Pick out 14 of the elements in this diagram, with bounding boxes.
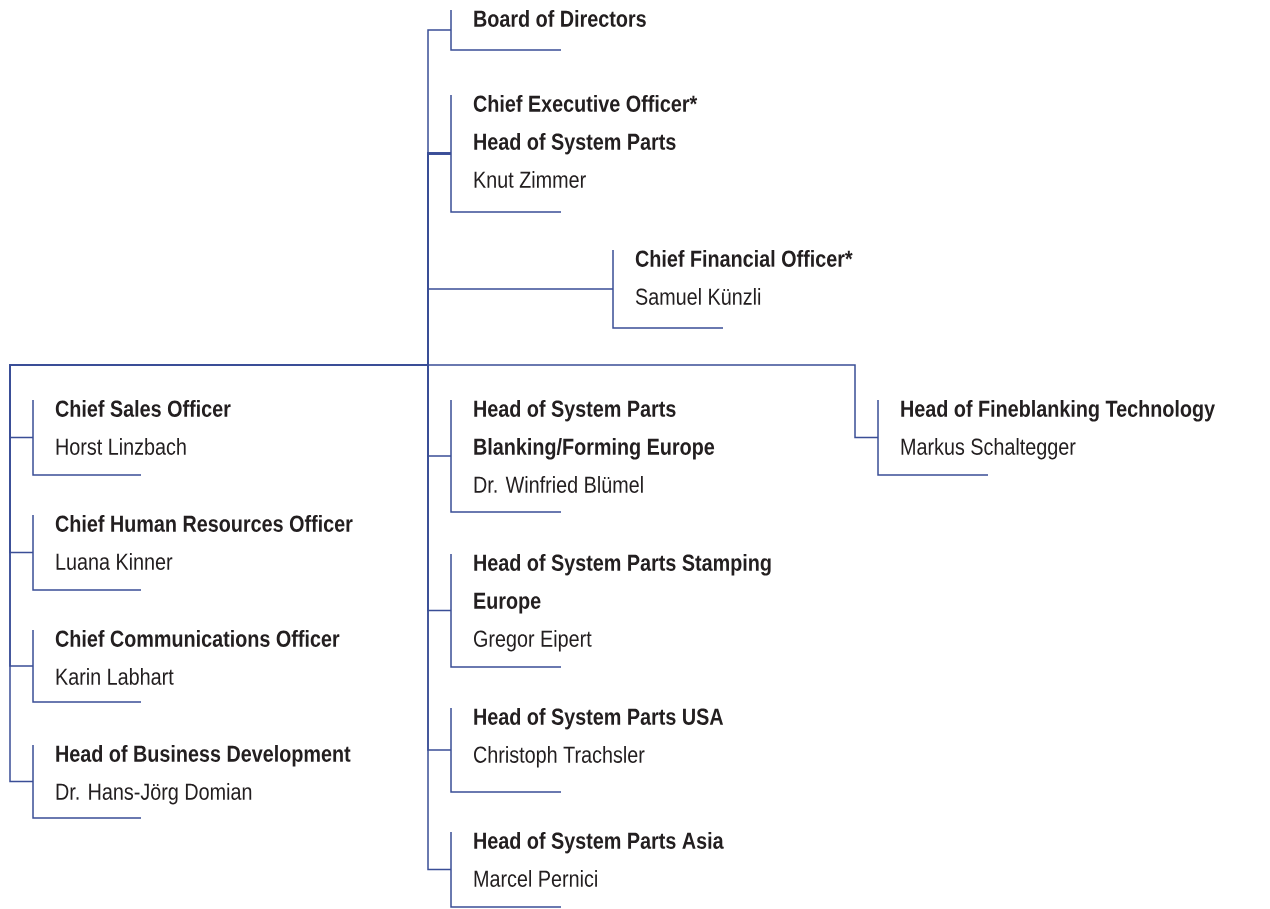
title-bracket: Chief Human Resources Officer Luana Kinner [32, 514, 353, 591]
title-bracket: Chief Financial Officer* Samuel Künzli [612, 249, 853, 329]
title-bracket: Head of System Parts Blanking/Forming Europe Dr. Winfried Blümel [450, 399, 715, 513]
title-bracket: Chief Executive Officer* Head of System Parts Knut Zimmer [450, 94, 698, 213]
title-bracket: Head of System Parts USA Christoph Trachsler [450, 707, 724, 793]
connector-line [427, 29, 452, 155]
title-bracket: Chief Sales Officer Horst Linzbach [32, 399, 231, 476]
title-bracket: Head of System Parts Asia Marcel Pernici [450, 831, 724, 908]
connector-line [427, 152, 879, 439]
title-bracket: Head of Business Development Dr. Hans-Jörg Domian [32, 744, 351, 819]
title-bracket: Board of Directors [450, 9, 646, 51]
title-bracket: Chief Communications Officer Karin Labhart [32, 629, 340, 703]
title-bracket: Head of System Parts Stamping Europe Gregor Eipert [450, 553, 771, 668]
title-bracket: Head of Fineblanking Technology Markus Schaltegger [877, 399, 1215, 476]
